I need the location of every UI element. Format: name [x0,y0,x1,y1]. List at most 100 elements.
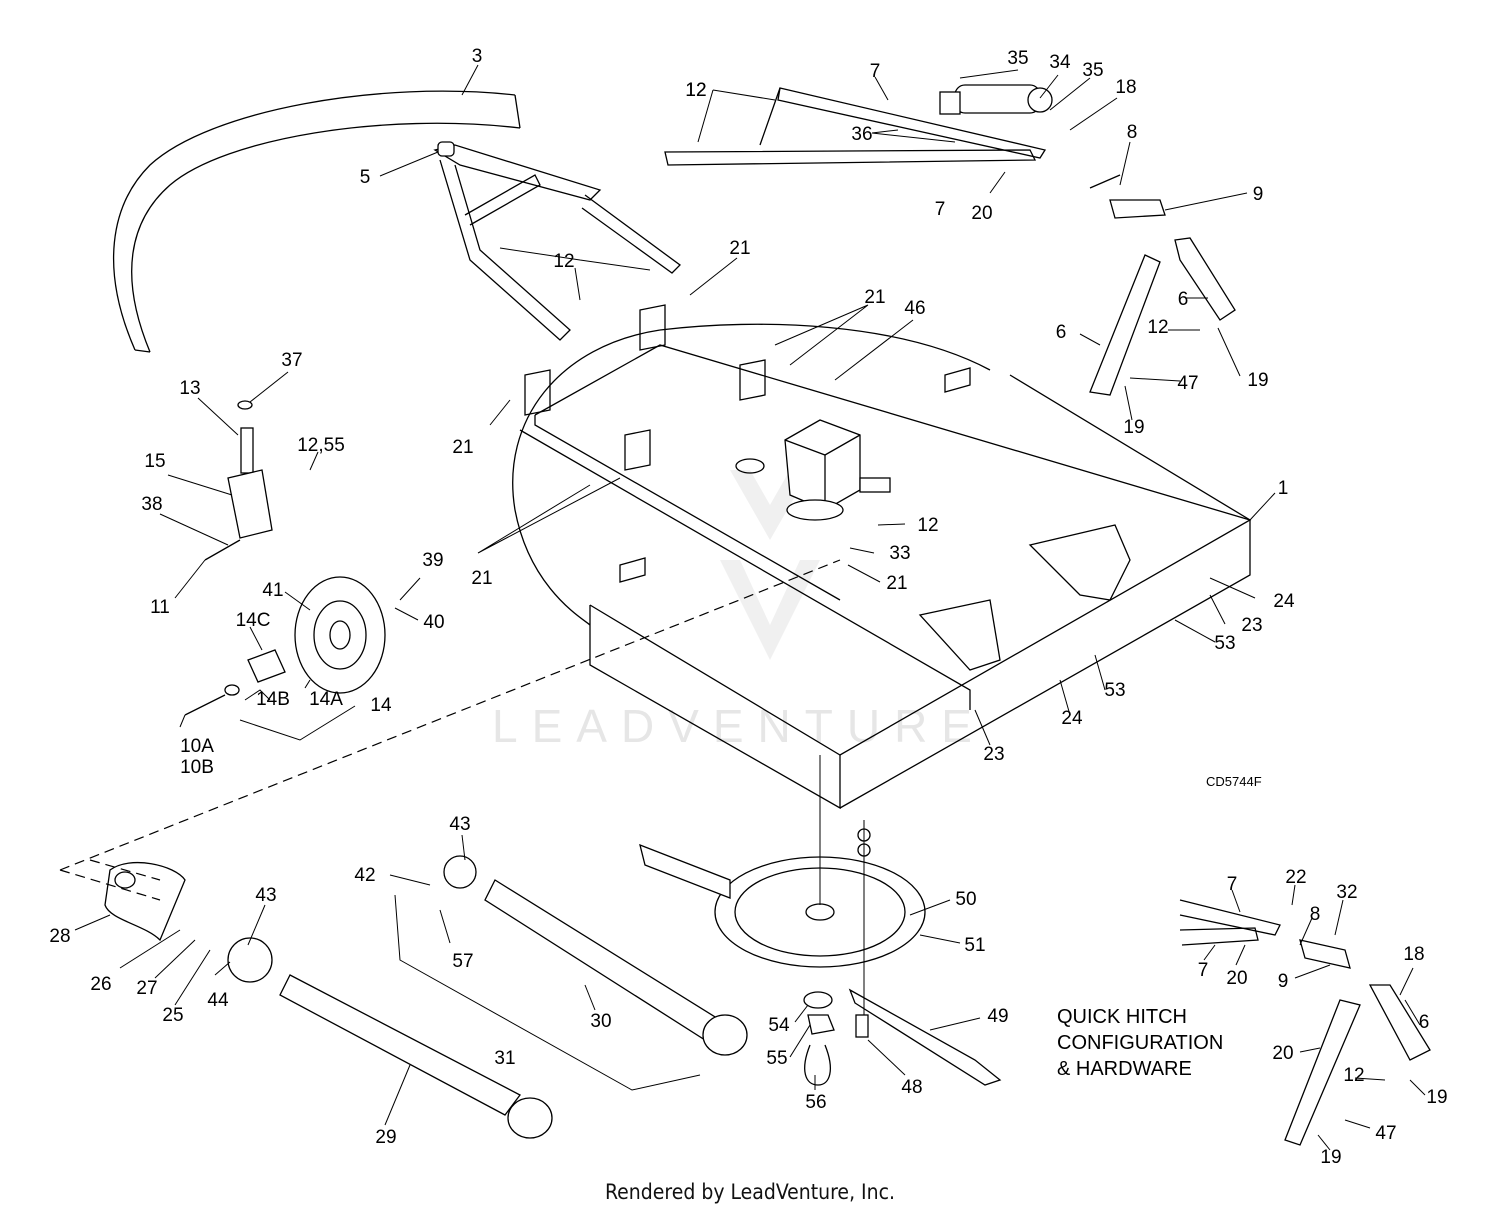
callout-55: 55 [766,1048,787,1069]
callout-7d: 7 [1198,960,1209,981]
callout-1: 1 [1278,478,1289,499]
hitch-brackets [1089,174,1236,396]
quick-hitch-note: QUICK HITCH CONFIGURATION & HARDWARE [1057,1006,1223,1080]
callout-10b: 10B [180,757,214,778]
callout-18a: 18 [1115,77,1136,98]
callout-46: 46 [904,298,925,319]
callout-48: 48 [901,1077,922,1098]
deflector-band [112,90,521,353]
callout-21c: 21 [452,437,473,458]
callout-7b: 7 [935,199,946,220]
callout-19a: 19 [1247,370,1268,391]
callout-30: 30 [590,1011,611,1032]
pto-shield [104,862,186,942]
callout-6c: 6 [1419,1012,1430,1033]
callout-12c: 12 [685,80,706,101]
callout-22: 22 [1285,867,1306,888]
callout-10a: 10A [180,736,214,757]
callout-12f: 12 [1343,1065,1364,1086]
callout-9a: 9 [1253,184,1264,205]
callout-19b: 19 [1123,417,1144,438]
callout-21b: 21 [864,287,885,308]
callout-12a: 12 [685,80,706,101]
callout-43b: 43 [255,885,276,906]
callout-41: 41 [262,580,283,601]
drawing-code: CD5744F [1206,774,1262,789]
leader-lines [74,64,1426,1151]
callout-47a: 47 [1177,373,1198,394]
callout-19c: 19 [1426,1087,1447,1108]
callout-7a: 7 [870,61,881,82]
callout-54: 54 [768,1015,790,1036]
gearbox [784,419,891,521]
callout-12d: 12 [1147,317,1168,338]
callout-37: 37 [281,350,302,371]
quick-hitch-inset [1179,899,1431,1146]
callout-56: 56 [805,1092,826,1113]
top-links [664,87,1047,166]
callout-12b: 12 [553,251,574,272]
callout-36: 36 [851,124,872,145]
callout-40: 40 [423,612,444,633]
callout-43a: 43 [449,814,470,835]
watermark-text: LEADVENTURE [492,700,986,752]
callout-44: 44 [207,990,229,1011]
callout-19d: 19 [1320,1147,1341,1168]
callout-32: 32 [1336,882,1357,903]
callout-42: 42 [354,865,375,886]
footer-credit: Rendered by LeadVenture, Inc. [605,1180,895,1204]
callout-57: 57 [452,951,473,972]
callout-21a: 21 [729,238,750,259]
callout-51: 51 [964,935,985,956]
callout-38: 38 [141,494,162,515]
callout-23b: 23 [983,744,1004,765]
callout-20b: 20 [1226,968,1247,989]
callout-21e: 21 [886,573,907,594]
note-line-3: & HARDWARE [1057,1058,1192,1080]
callout-33: 33 [889,543,910,564]
callout-35b: 35 [1082,60,1103,81]
callout-25: 25 [162,1005,183,1026]
driveline-upper [443,855,748,1056]
callout-49: 49 [987,1006,1008,1027]
callout-39: 39 [422,550,443,571]
callout-6a: 6 [1178,289,1189,310]
callout-35a: 35 [1007,48,1028,69]
lift-cylinder [939,84,1053,115]
callout-12_55: 12,55 [297,435,345,456]
note-line-2: CONFIGURATION [1057,1032,1223,1054]
callout-6b: 6 [1056,322,1067,343]
gauge-wheel-assembly [184,400,386,716]
callout-5: 5 [360,167,371,188]
callout-24b: 24 [1061,708,1083,729]
callout-15: 15 [144,451,165,472]
callout-7c: 7 [1227,874,1238,895]
callout-12e: 12 [917,515,938,536]
callout-14: 14 [370,695,392,716]
callout-29: 29 [375,1127,396,1148]
a-frame [433,141,681,341]
callout-11: 11 [150,597,170,618]
callout-8b: 8 [1310,904,1321,925]
callout-9b: 9 [1278,971,1289,992]
callout-14c: 14C [236,610,271,631]
callout-13: 13 [179,378,200,399]
callout-53a: 53 [1214,633,1235,654]
callout-3: 3 [472,46,483,67]
callout-14a: 14A [309,689,343,710]
callout-34: 34 [1049,52,1071,73]
callout-31: 31 [494,1048,515,1069]
callout-53b: 53 [1104,680,1125,701]
callout-20a: 20 [971,203,992,224]
blade-pan [639,828,1002,1086]
driveline-lower [227,937,553,1139]
callout-21d: 21 [471,568,492,589]
callout-27: 27 [136,978,157,999]
callout-20c: 20 [1272,1043,1293,1064]
callout-24a: 24 [1273,591,1295,612]
callout-28: 28 [49,926,70,947]
callout-14b: 14B [256,689,290,710]
dashed-reference-line [59,559,841,901]
